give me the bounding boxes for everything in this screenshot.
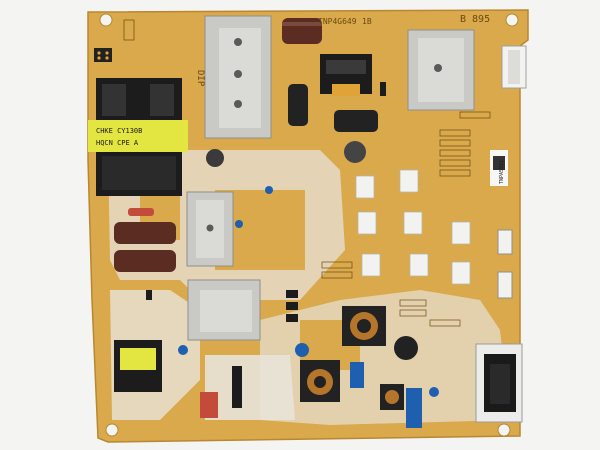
corner-code: B 895 xyxy=(460,14,490,25)
transformer-main: CHKE CY130B HQCN CPE A xyxy=(88,78,188,196)
choke-upper xyxy=(342,306,386,346)
transformer-lower-left xyxy=(114,340,162,392)
transformer-label-line2: HQCN CPE A xyxy=(96,139,139,147)
white-components xyxy=(355,169,471,285)
board-code: TNP4G649 xyxy=(318,17,357,26)
capacitor-radial-top xyxy=(206,141,366,167)
heatsink-top-right xyxy=(407,29,475,111)
pin-header-small xyxy=(94,48,112,62)
semiconductors xyxy=(146,82,386,408)
capacitor-black-vertical xyxy=(288,84,308,126)
mounting-holes xyxy=(99,13,519,437)
choke-small xyxy=(380,384,404,410)
connector-top-right xyxy=(501,45,527,89)
capacitor-black-horizontal xyxy=(334,110,378,132)
connector-right-lower xyxy=(497,271,513,299)
heatsink-top-left xyxy=(204,15,272,139)
capacitor-brown-2 xyxy=(114,250,176,272)
barcode-sticker: TNPA5921 xyxy=(490,150,508,186)
capacitor-red-box xyxy=(200,392,218,418)
transformer-yellow-label xyxy=(88,120,188,152)
board-rev: 1B xyxy=(362,17,372,26)
transformer-label-line1: CHKE CY130B xyxy=(96,127,142,135)
dip-label: DIP xyxy=(195,70,205,87)
capacitor-top xyxy=(282,18,322,44)
barcode-text: TNPA5921 xyxy=(499,160,505,184)
transformer-top-right xyxy=(320,54,372,96)
capacitor-red-small xyxy=(128,208,154,216)
choke-lower xyxy=(300,360,340,402)
silkscreen-marks xyxy=(123,19,491,327)
connector-right-upper xyxy=(497,229,513,255)
heatsink-lower xyxy=(187,279,261,341)
ac-inlet-connector xyxy=(475,343,523,423)
capacitor-brown-1 xyxy=(114,222,176,244)
capacitor-radial-right xyxy=(394,336,418,360)
capacitor-blue-group xyxy=(178,186,439,428)
heatsink-middle xyxy=(186,191,234,267)
